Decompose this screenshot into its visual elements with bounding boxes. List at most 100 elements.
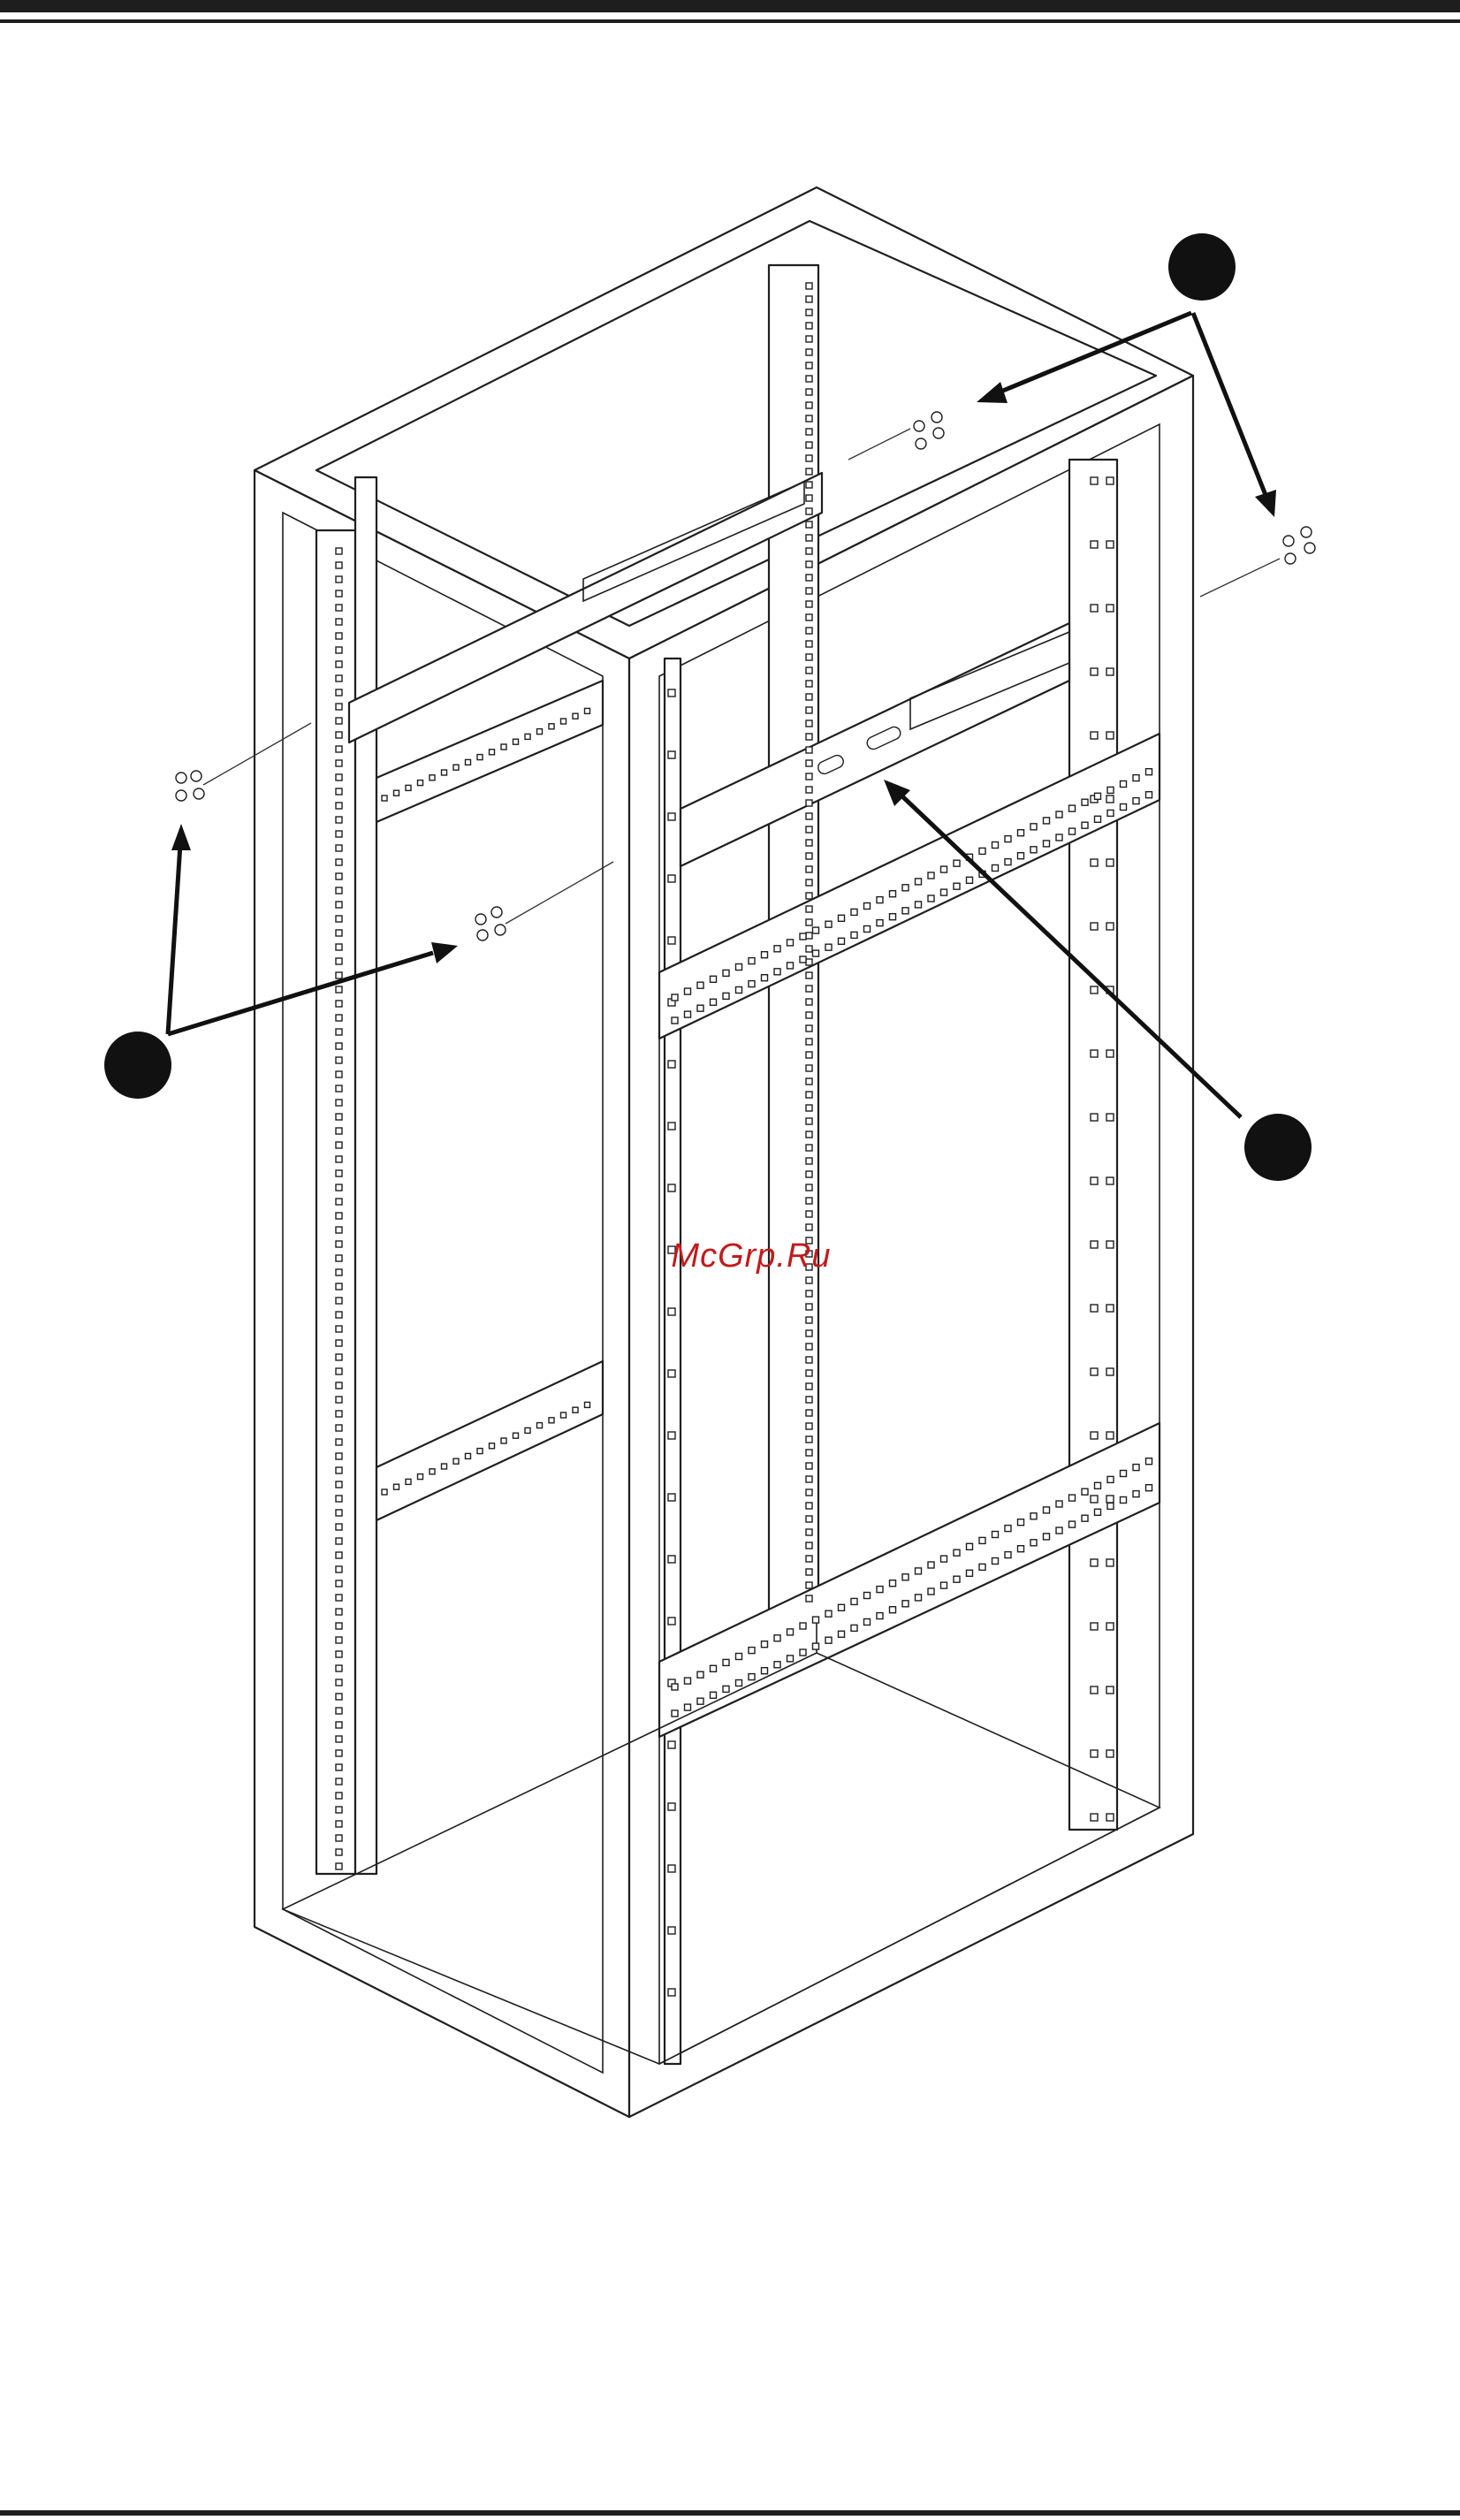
center-post-hole bbox=[806, 1344, 812, 1350]
front-post-hole bbox=[668, 1927, 675, 1934]
left-rail-hole bbox=[513, 1433, 519, 1438]
left-post-hole bbox=[336, 1142, 342, 1148]
right-post-hole bbox=[1106, 1496, 1114, 1503]
left-rail-hole bbox=[477, 1449, 483, 1454]
center-post-hole bbox=[806, 641, 812, 647]
front-post-hole bbox=[668, 1370, 675, 1377]
front-rail-hole bbox=[967, 1570, 973, 1576]
right-post-hole bbox=[1091, 1305, 1098, 1312]
left-post-hole bbox=[336, 1368, 342, 1374]
front-rail-hole bbox=[736, 987, 742, 994]
center-post-hole bbox=[806, 309, 812, 316]
front-rail-hole bbox=[749, 981, 755, 987]
front-rail-hole bbox=[941, 889, 947, 895]
front-rail-hole bbox=[787, 940, 794, 946]
front-rail-hole bbox=[749, 1648, 755, 1654]
left-post-hole bbox=[336, 1651, 342, 1657]
front-rail-hole bbox=[864, 1593, 871, 1599]
front-rail-hole bbox=[1146, 769, 1152, 775]
right-post-hole bbox=[1091, 1368, 1098, 1375]
right-post-hole bbox=[1091, 1623, 1098, 1630]
left-post-hole bbox=[336, 986, 342, 993]
center-post-hole bbox=[806, 906, 812, 912]
center-post-hole bbox=[806, 1184, 812, 1191]
callout-top-right-arrowhead-down bbox=[1255, 490, 1276, 517]
left-rail-hole bbox=[430, 1469, 435, 1474]
left-post-hole bbox=[336, 746, 342, 752]
front-rail-hole bbox=[916, 1568, 922, 1574]
front-rail-hole bbox=[992, 1532, 999, 1538]
front-rail-hole bbox=[1082, 1488, 1088, 1495]
left-post-hole bbox=[336, 887, 342, 894]
left-post-hole bbox=[336, 1227, 342, 1233]
right-post-hole bbox=[1091, 1686, 1098, 1694]
right-post-hole bbox=[1091, 1114, 1098, 1121]
left-post-hole bbox=[336, 562, 342, 568]
center-post-hole bbox=[806, 946, 812, 952]
front-rail-hole bbox=[954, 1576, 960, 1582]
left-post-hole bbox=[336, 1637, 342, 1643]
front-rail-hole bbox=[1018, 853, 1024, 859]
left-post-hole bbox=[336, 1595, 342, 1601]
center-post-hole bbox=[806, 1078, 812, 1085]
left-post-hole bbox=[336, 1411, 342, 1417]
left-rail-hole bbox=[573, 1407, 578, 1412]
front-rail-hole bbox=[800, 956, 806, 963]
left-post-hole bbox=[336, 590, 342, 597]
left-rail-hole bbox=[525, 734, 530, 739]
front-rail-hole bbox=[697, 1671, 703, 1678]
front-rail-hole bbox=[1133, 798, 1139, 804]
left-post-hole bbox=[336, 1807, 342, 1813]
front-rail-hole bbox=[928, 1562, 934, 1568]
front-rail-hole bbox=[672, 1017, 678, 1024]
center-post-hole bbox=[806, 747, 812, 753]
front-rail-hole bbox=[890, 914, 896, 920]
front-rail-hole bbox=[979, 1537, 985, 1543]
left-post-hole bbox=[336, 1750, 342, 1756]
left-post-hole bbox=[336, 1835, 342, 1841]
front-rail-hole bbox=[711, 999, 717, 1005]
left-post-hole bbox=[336, 1439, 342, 1445]
center-post-hole bbox=[806, 681, 812, 687]
center-post-hole bbox=[806, 1582, 812, 1588]
front-left-post bbox=[665, 659, 681, 2064]
center-post-hole bbox=[806, 1211, 812, 1217]
left-rail-hole bbox=[406, 785, 411, 790]
front-rail-hole bbox=[1107, 810, 1114, 816]
center-post-hole bbox=[806, 415, 812, 422]
front-rail-hole bbox=[723, 993, 729, 999]
front-rail-hole bbox=[864, 926, 871, 933]
front-rail-hole bbox=[902, 908, 909, 914]
center-post-hole bbox=[806, 1131, 812, 1138]
front-rail-hole bbox=[1044, 818, 1050, 824]
front-rail-hole bbox=[685, 1678, 691, 1684]
front-rail-hole bbox=[774, 1635, 780, 1641]
left-rail-hole bbox=[501, 744, 506, 750]
front-rail-hole bbox=[711, 976, 717, 982]
left-post-hole bbox=[336, 1001, 342, 1007]
center-post-hole bbox=[806, 283, 812, 289]
front-rail-hole bbox=[1056, 811, 1062, 818]
front-rail-hole bbox=[916, 1595, 922, 1601]
left-rail-hole bbox=[466, 1453, 471, 1458]
left-post-hole bbox=[336, 916, 342, 922]
front-rail-hole bbox=[736, 1680, 742, 1686]
front-rail-hole bbox=[839, 938, 845, 944]
front-rail-hole bbox=[813, 1643, 819, 1649]
front-rail-hole bbox=[774, 969, 780, 975]
right-post-hole bbox=[1091, 541, 1098, 548]
center-post-hole bbox=[806, 362, 812, 369]
front-rail-hole bbox=[1044, 1534, 1050, 1540]
front-rail-hole bbox=[672, 994, 678, 1001]
right-post-hole bbox=[1106, 1686, 1114, 1694]
front-rail-hole bbox=[941, 1582, 947, 1588]
front-rail-hole bbox=[800, 1623, 806, 1629]
center-post-hole bbox=[806, 1370, 812, 1376]
front-rail-hole bbox=[890, 1580, 896, 1587]
left-rail-hole bbox=[537, 729, 543, 735]
left-rail-hole bbox=[561, 719, 567, 724]
front-post-hole bbox=[668, 1989, 675, 1996]
center-post-hole bbox=[806, 495, 812, 501]
front-rail-hole bbox=[851, 1598, 857, 1604]
right-post-hole bbox=[1091, 859, 1098, 866]
